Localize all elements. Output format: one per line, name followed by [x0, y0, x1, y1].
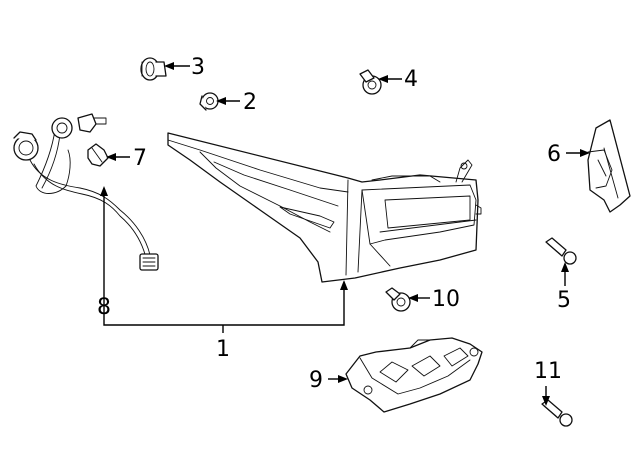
- callout-4: 4: [404, 67, 418, 92]
- callout-8: 8: [97, 295, 111, 320]
- callout-1: 1: [216, 337, 230, 362]
- tail-lamp-assembly[interactable]: [167, 132, 482, 283]
- callout-7: 7: [133, 146, 147, 171]
- push-clip[interactable]: [140, 57, 167, 81]
- callout-labels: 1 2 3 4 5 6 7 8 9 10 11: [97, 55, 571, 393]
- bolt[interactable]: [545, 237, 577, 265]
- callout-3: 3: [191, 55, 205, 80]
- callout-11: 11: [534, 359, 562, 384]
- nut-lower[interactable]: [385, 287, 411, 312]
- callout-6: 6: [547, 142, 561, 167]
- callout-9: 9: [309, 368, 323, 393]
- bulb[interactable]: [87, 143, 109, 167]
- wiring-harness[interactable]: [13, 113, 159, 271]
- callout-5: 5: [557, 288, 571, 313]
- side-bracket[interactable]: [587, 119, 631, 213]
- nut-upper[interactable]: [359, 69, 382, 95]
- callout-2: 2: [243, 90, 257, 115]
- leader-lines: [100, 62, 590, 406]
- lower-bracket[interactable]: [345, 337, 483, 413]
- nut[interactable]: [199, 92, 219, 111]
- callout-10: 10: [432, 287, 460, 312]
